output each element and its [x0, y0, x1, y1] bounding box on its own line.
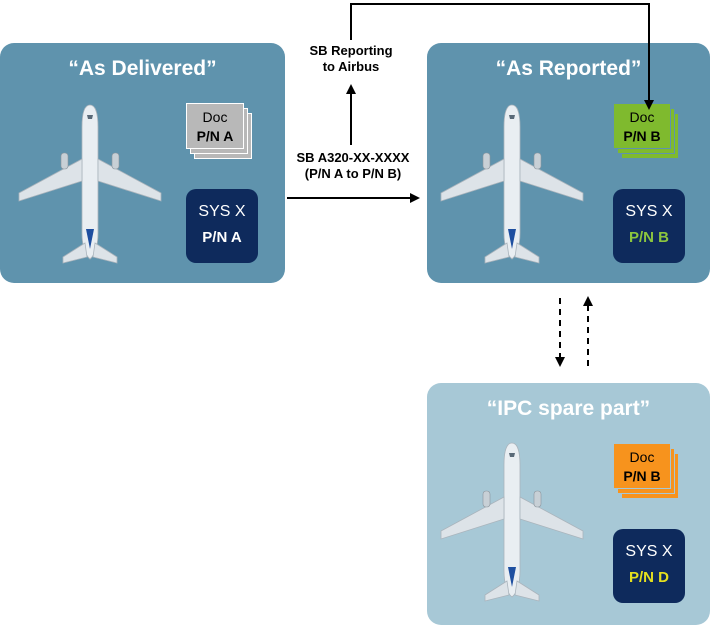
panel-as-reported: “As Reported” Doc P/N B SYS X P/N B: [427, 43, 710, 283]
system-box: SYS X P/N D: [613, 529, 685, 603]
panel-ipc-spare-part: “IPC spare part” Doc P/N B SYS X P/N D: [427, 383, 710, 625]
panel-as-delivered: “As Delivered” Doc P/N A SYS X P/N A: [0, 43, 285, 283]
sb-label-line1: SB A320-XX-XXXX: [296, 150, 410, 165]
panel-title: “As Reported”: [495, 57, 642, 80]
panel-title: “As Delivered”: [68, 57, 217, 80]
reporting-label-line1: SB Reporting: [309, 43, 393, 58]
system-box: SYS X P/N B: [613, 189, 685, 263]
system-part-number: P/N D: [628, 569, 669, 586]
doc-label: Doc: [629, 109, 655, 125]
doc-label: Doc: [629, 449, 655, 465]
doc-stack: Doc P/N B: [613, 443, 687, 503]
system-box: SYS X P/N A: [186, 189, 258, 263]
reporting-label-line2: to Airbus: [322, 59, 380, 74]
reporting-loop-line: [350, 3, 654, 110]
sb-label: SB A320-XX-XXXX (P/N A to P/N B): [286, 150, 420, 182]
reporting-label: SB Reporting to Airbus: [296, 43, 406, 75]
system-label: SYS X: [198, 203, 246, 220]
aircraft-icon: [440, 442, 584, 602]
aircraft-icon: [18, 104, 162, 264]
doc-part-number: P/N A: [196, 128, 234, 144]
doc-part-number: P/N B: [623, 468, 661, 484]
doc-stack: Doc P/N B: [613, 103, 687, 163]
doc-label: Doc: [202, 109, 228, 125]
doc-part-number: P/N B: [623, 128, 661, 144]
system-label: SYS X: [625, 203, 673, 220]
system-part-number: P/N B: [628, 229, 669, 246]
panel-title: “IPC spare part”: [486, 397, 651, 420]
doc-stack: Doc P/N A: [186, 103, 260, 163]
sb-label-line2: (P/N A to P/N B): [304, 166, 402, 181]
system-label: SYS X: [625, 543, 673, 560]
system-part-number: P/N A: [202, 229, 242, 246]
aircraft-icon: [440, 104, 584, 264]
